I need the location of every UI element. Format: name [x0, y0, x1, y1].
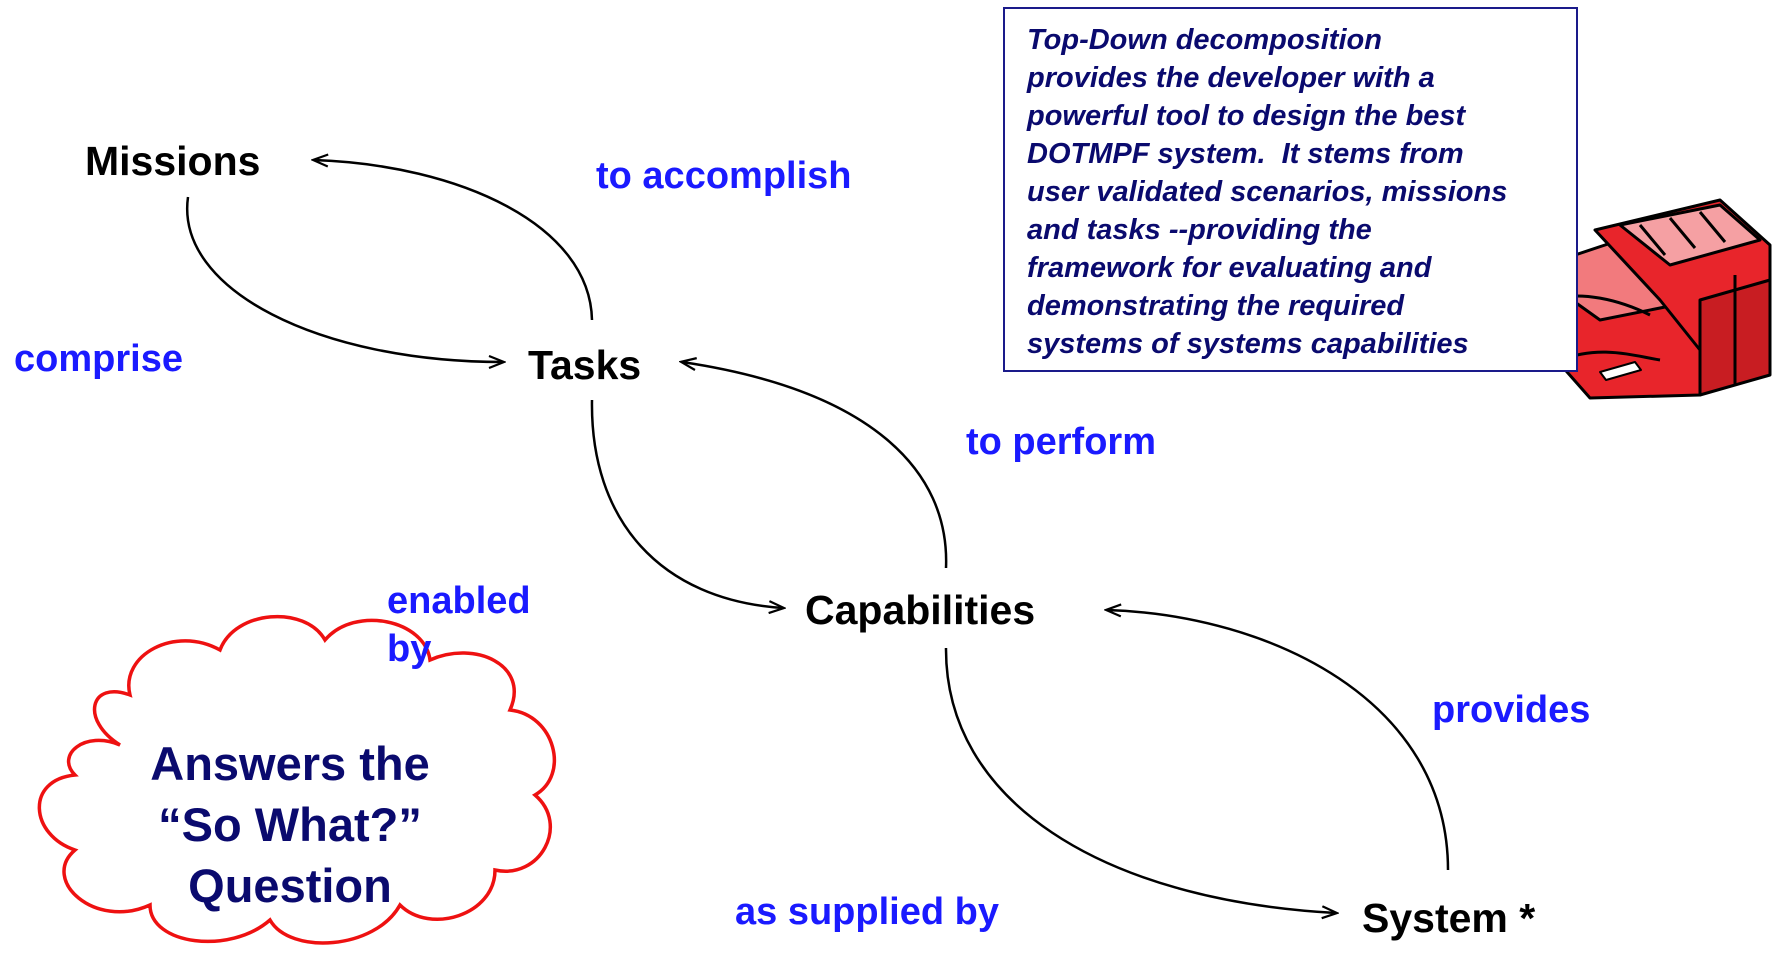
label-enabled-by-line1: enabled	[387, 580, 531, 622]
callout-line: DOTMPF system. It stems from	[1027, 138, 1464, 170]
label-provides: provides	[1432, 689, 1591, 731]
cloud-line: Question	[188, 859, 392, 912]
label-enabled-by: enabled by	[387, 578, 531, 673]
cloud-line: “So What?”	[158, 798, 422, 851]
arrow-system-to-capabilities	[1107, 610, 1450, 871]
label-to-perform: to perform	[966, 421, 1156, 463]
callout-line: powerful tool to design the best	[1027, 100, 1466, 132]
callout-line: demonstrating the required	[1027, 290, 1405, 322]
callout-box: Top-Down decomposition provides the deve…	[1003, 7, 1578, 372]
callout-line: provides the developer with a	[1027, 62, 1435, 94]
callout-line: Top-Down decomposition	[1027, 24, 1382, 56]
toolbox-icon	[1506, 198, 1772, 400]
label-as-supplied-by: as supplied by	[735, 891, 999, 933]
node-capabilities: Capabilities	[805, 587, 1036, 633]
callout-line: framework for evaluating and	[1027, 252, 1432, 284]
arrow-missions-to-tasks	[185, 196, 503, 362]
callout-line: and tasks --providing the	[1027, 214, 1372, 246]
callout-line: user validated scenarios, missions	[1027, 176, 1508, 208]
arrow-capabilities-to-system	[944, 647, 1336, 913]
node-missions: Missions	[85, 138, 261, 184]
label-enabled-by-line2: by	[387, 627, 432, 670]
cloud-text: Answers the “So What?” Question	[95, 733, 485, 916]
arrow-tasks-to-capabilities	[590, 399, 783, 608]
label-comprise: comprise	[14, 338, 183, 380]
label-to-accomplish: to accomplish	[596, 155, 852, 197]
arrow-tasks-to-missions	[314, 160, 594, 321]
node-tasks: Tasks	[528, 342, 642, 388]
callout-text: Top-Down decomposition provides the deve…	[1027, 21, 1567, 363]
arrow-capabilities-to-tasks	[682, 362, 948, 569]
cloud-shape	[37, 614, 557, 945]
cloud-line: Answers the	[150, 737, 430, 790]
node-system: System *	[1362, 895, 1536, 941]
callout-line: systems of systems capabilities	[1027, 328, 1469, 360]
